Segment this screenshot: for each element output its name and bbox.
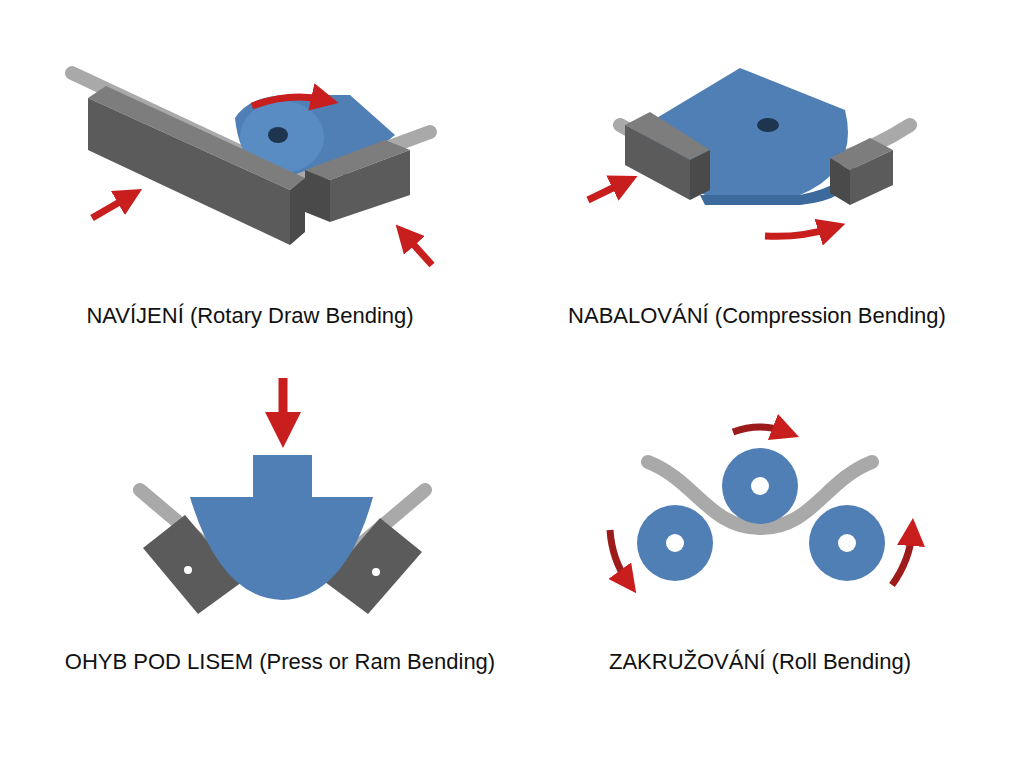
method-caption: ZAKRUŽOVÁNÍ (Roll Bending) bbox=[609, 649, 911, 675]
press-figure bbox=[140, 378, 425, 614]
method-caption: NABALOVÁNÍ (Compression Bending) bbox=[568, 303, 946, 329]
roll-figure bbox=[610, 427, 912, 585]
method-caption: NAVÍJENÍ (Rotary Draw Bending) bbox=[86, 303, 413, 329]
rotary-draw-figure bbox=[72, 73, 432, 265]
compression-figure bbox=[588, 68, 910, 236]
method-caption: OHYB POD LISEM (Press or Ram Bending) bbox=[65, 649, 495, 675]
